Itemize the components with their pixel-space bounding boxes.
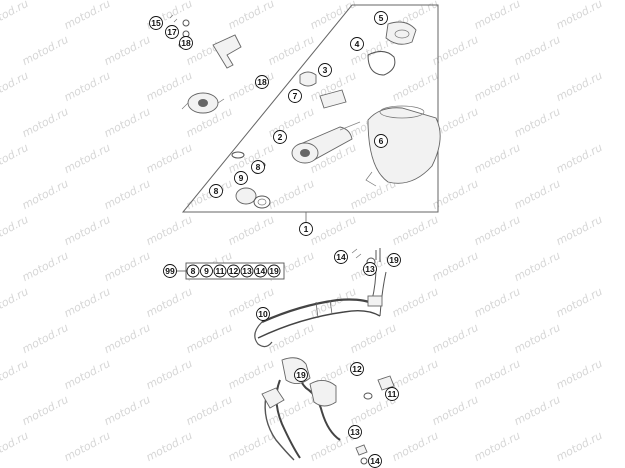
kit-99-item-19: 19 (267, 264, 281, 278)
kit-99-item-12: 12 (227, 264, 240, 278)
svg-text:12: 12 (352, 364, 362, 374)
callout-14-upper: 14 (334, 250, 348, 264)
svg-text:7: 7 (293, 91, 298, 101)
kit-99-item-13: 13 (240, 264, 254, 278)
callouts: 15 17 18 18 5 4 3 7 2 6 8 9 8 1 14 13 19… (149, 11, 401, 468)
callout-19-upper: 19 (387, 253, 401, 267)
svg-text:9: 9 (239, 173, 244, 183)
kit-99-item-9: 9 (200, 264, 213, 278)
svg-text:11: 11 (216, 266, 225, 276)
svg-text:2: 2 (278, 132, 283, 142)
callout-17: 17 (165, 25, 179, 39)
svg-text:8: 8 (191, 266, 196, 276)
callout-3: 3 (318, 63, 332, 77)
svg-text:19: 19 (389, 255, 399, 265)
gasket-part (367, 51, 396, 76)
kit-99-item-8: 8 (186, 264, 200, 278)
callout-13-upper: 13 (363, 262, 377, 276)
end-cover-right-part (385, 21, 417, 45)
svg-text:8: 8 (256, 162, 261, 172)
svg-text:18: 18 (257, 77, 267, 87)
svg-text:99: 99 (165, 266, 175, 276)
svg-text:12: 12 (229, 266, 239, 276)
svg-text:14: 14 (370, 456, 380, 466)
armature-part (291, 121, 361, 164)
assembly-frame (181, 4, 439, 213)
svg-text:18: 18 (181, 38, 191, 48)
end-cover-left-part (181, 92, 225, 114)
callout-7: 7 (288, 89, 302, 103)
svg-text:17: 17 (167, 27, 177, 37)
starter-housing-part (365, 105, 441, 187)
wiring-harness-part (254, 265, 387, 348)
callout-14-lower: 14 (368, 454, 382, 468)
svg-text:14: 14 (336, 252, 346, 262)
kit-99-item-14: 14 (254, 264, 267, 278)
kit-99-item-11: 11 (213, 264, 227, 278)
callout-4: 4 (350, 37, 364, 51)
svg-text:13: 13 (365, 264, 375, 274)
cable-end-parts (355, 375, 395, 465)
callout-18-mid: 18 (255, 75, 269, 89)
callout-18-top: 18 (179, 36, 193, 50)
callout-8-upper: 8 (251, 160, 265, 174)
svg-text:6: 6 (379, 136, 384, 146)
svg-text:15: 15 (151, 18, 161, 28)
svg-text:19: 19 (269, 266, 279, 276)
callout-15: 15 (149, 16, 163, 30)
svg-text:19: 19 (296, 370, 306, 380)
callout-13-lower: 13 (348, 425, 362, 439)
svg-text:1: 1 (304, 224, 309, 234)
svg-text:13: 13 (242, 266, 252, 276)
callout-19-lower: 19 (294, 368, 308, 382)
svg-text:14: 14 (256, 266, 266, 276)
callout-5: 5 (374, 11, 388, 25)
callout-2: 2 (273, 130, 287, 144)
svg-text:8: 8 (214, 186, 219, 196)
callout-1: 1 (299, 222, 313, 236)
callout-8-lower: 8 (209, 184, 223, 198)
svg-text:3: 3 (323, 65, 328, 75)
callout-11: 11 (385, 387, 399, 401)
brush-plate-part (212, 34, 242, 69)
svg-text:4: 4 (355, 39, 360, 49)
callout-12: 12 (350, 362, 364, 376)
svg-text:5: 5 (379, 13, 384, 23)
svg-text:10: 10 (258, 309, 268, 319)
callout-99: 99 (163, 264, 177, 278)
bearing-ring-part (235, 187, 271, 209)
svg-text:11: 11 (388, 389, 397, 399)
brush-holder-part (299, 71, 347, 109)
callout-10: 10 (256, 307, 270, 321)
svg-text:13: 13 (350, 427, 360, 437)
callout-9: 9 (234, 171, 248, 185)
callout-6: 6 (374, 134, 388, 148)
svg-text:9: 9 (204, 266, 209, 276)
